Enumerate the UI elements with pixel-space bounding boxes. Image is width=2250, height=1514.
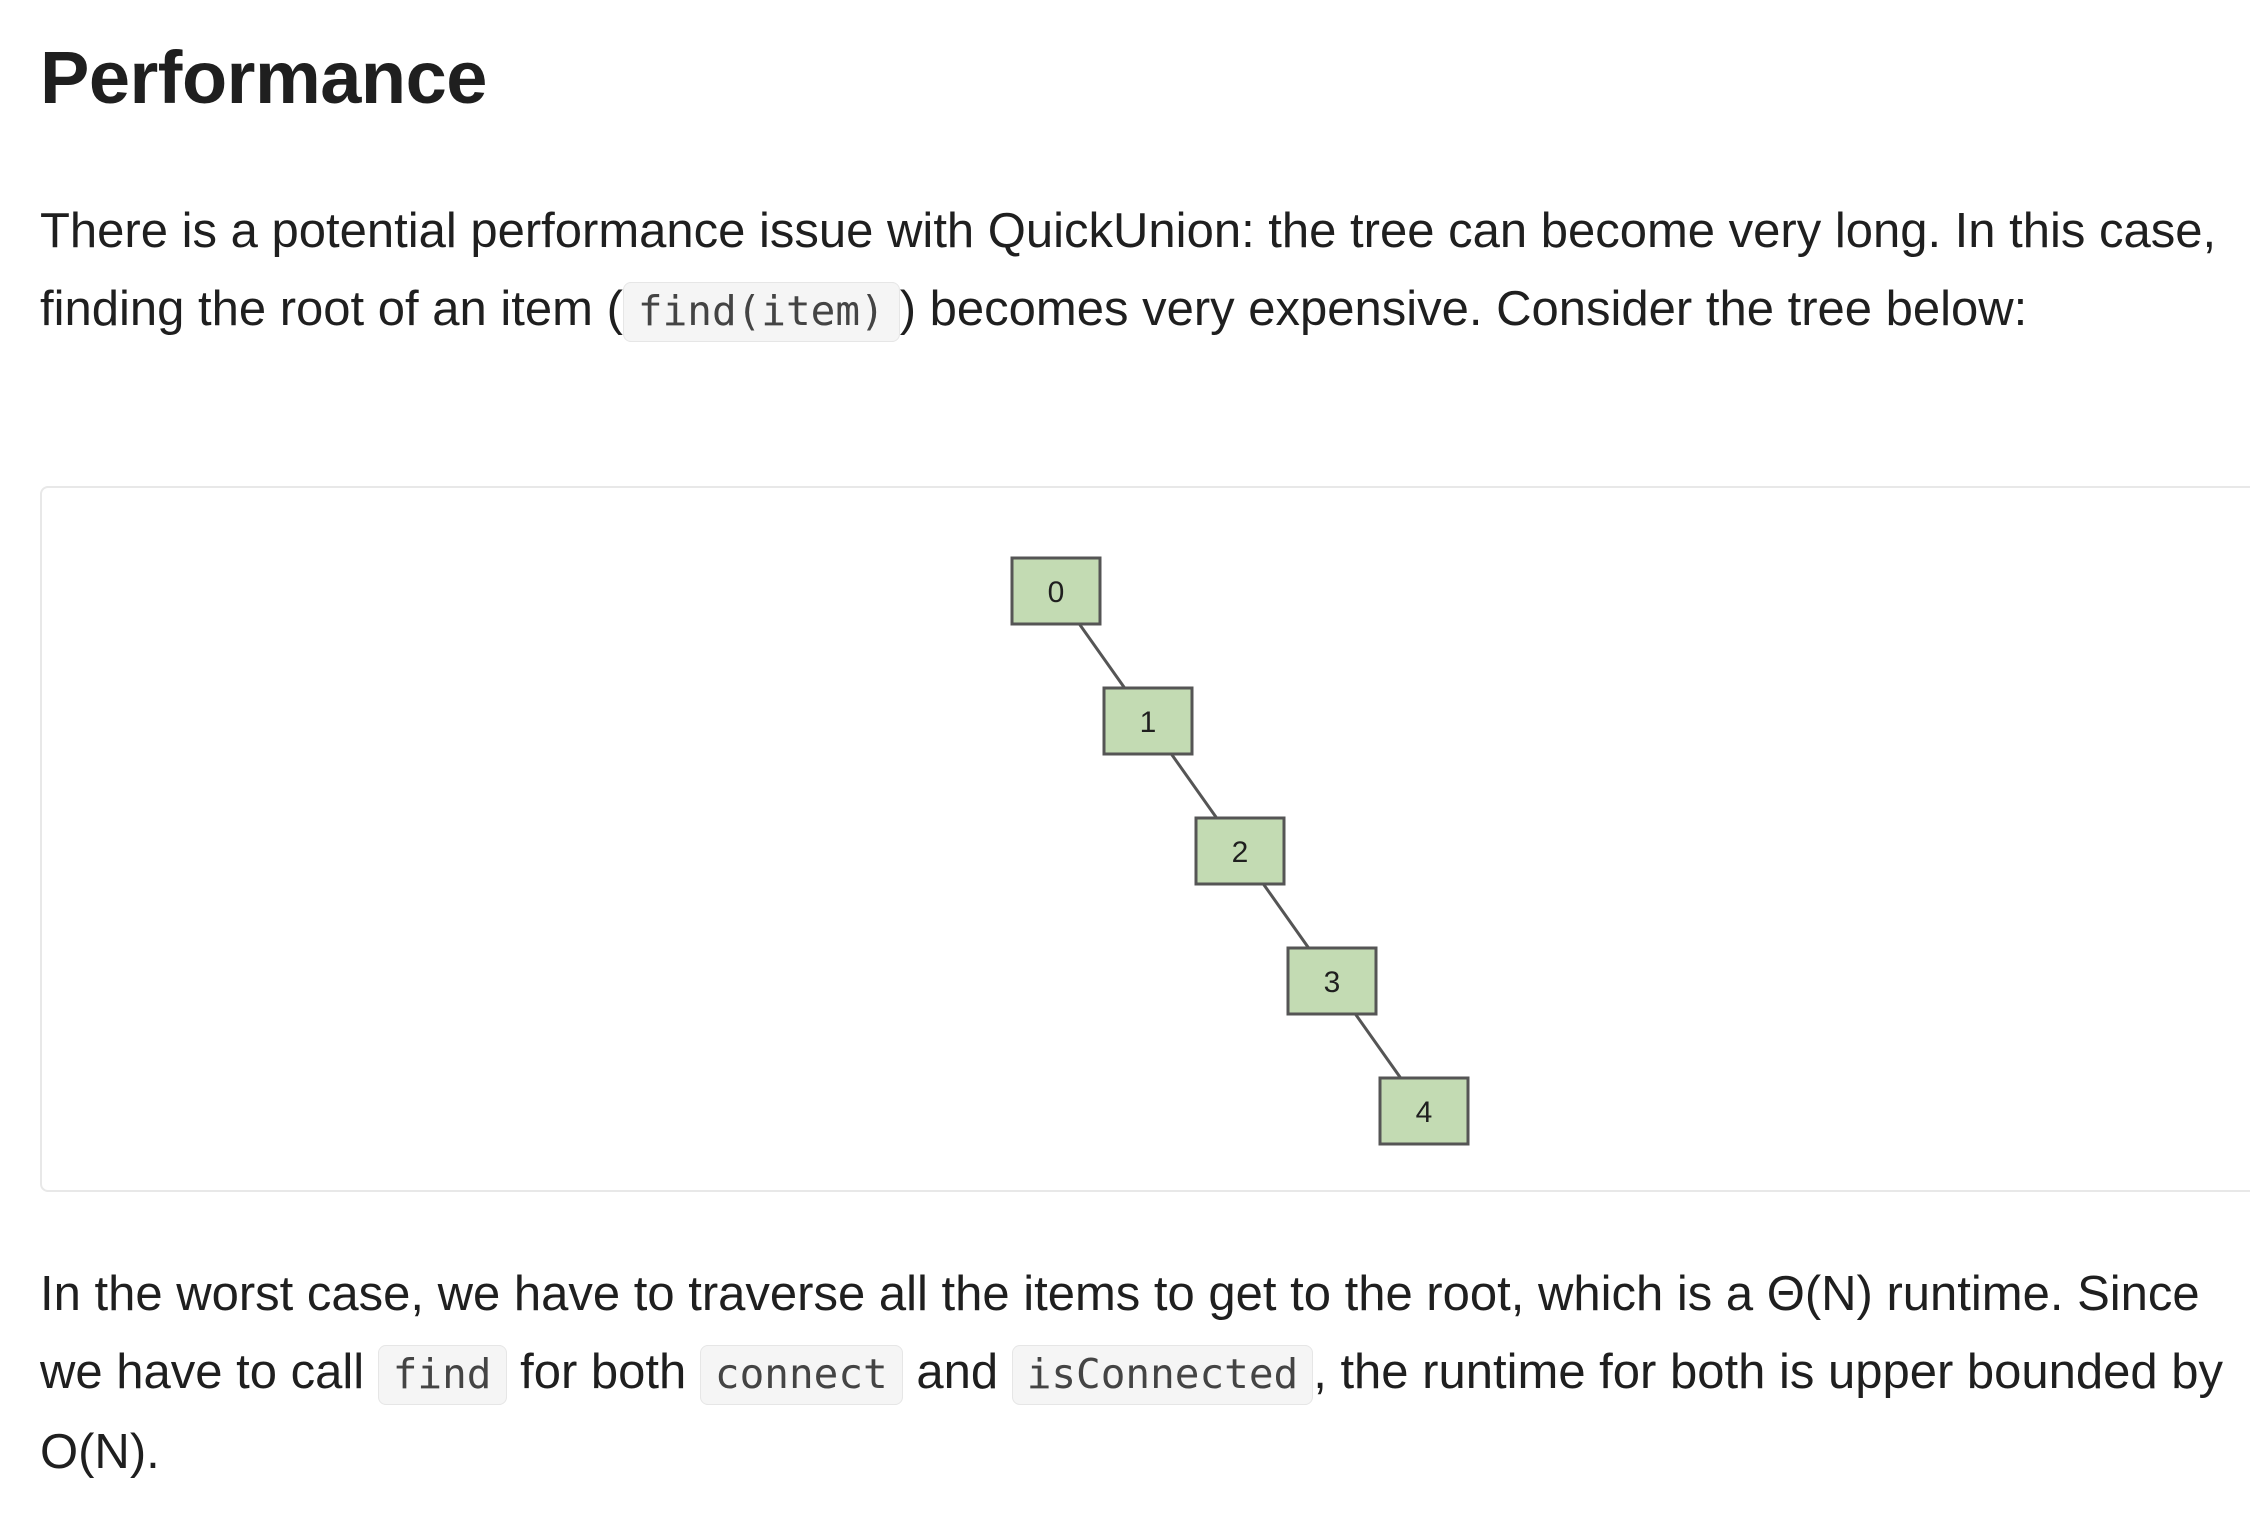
inline-code-connect: connect xyxy=(699,1345,903,1405)
tree-diagram: 0 1 2 3 4 xyxy=(40,486,2250,1192)
inline-code-find: find xyxy=(377,1345,507,1405)
tree-node-label: 4 xyxy=(1416,1096,1433,1129)
intro-text-1: There is a potential performance issue w… xyxy=(40,204,2217,336)
inline-code-isconnected: isConnected xyxy=(1011,1345,1314,1405)
tree-node-box xyxy=(1194,816,1286,886)
tree-node-label: 0 xyxy=(1048,576,1065,609)
tree-node-4: 4 xyxy=(1378,1076,1470,1146)
tree-node-box xyxy=(1286,946,1378,1016)
intro-text-2: ) becomes very expensive. Consider the t… xyxy=(899,282,2028,336)
tree-node-label: 3 xyxy=(1324,966,1341,999)
tree-diagram-svg: 0 1 2 3 4 xyxy=(1010,556,1470,1146)
tree-node-label: 2 xyxy=(1232,836,1249,869)
tree-node-1: 1 xyxy=(1102,686,1194,756)
conclusion-text-2: for both xyxy=(506,1345,700,1399)
inline-code-find-item: find(item) xyxy=(622,282,900,342)
tree-node-3: 3 xyxy=(1286,946,1378,1016)
intro-paragraph: There is a potential performance issue w… xyxy=(40,192,2225,350)
tree-node-2: 2 xyxy=(1194,816,1286,886)
tree-node-box xyxy=(1102,686,1194,756)
tree-node-0: 0 xyxy=(1010,556,1102,626)
tree-node-label: 1 xyxy=(1140,706,1157,739)
tree-node-box xyxy=(1378,1076,1470,1146)
conclusion-text-1: In the worst case, we have to traverse a… xyxy=(40,1267,2200,1399)
conclusion-text-4: , the runtime for both is upper bounded … xyxy=(40,1345,2224,1479)
conclusion-paragraph: In the worst case, we have to traverse a… xyxy=(40,1255,2225,1491)
conclusion-text-3: and xyxy=(902,1345,1012,1399)
tree-node-box xyxy=(1010,556,1102,626)
page-title: Performance xyxy=(40,36,487,119)
